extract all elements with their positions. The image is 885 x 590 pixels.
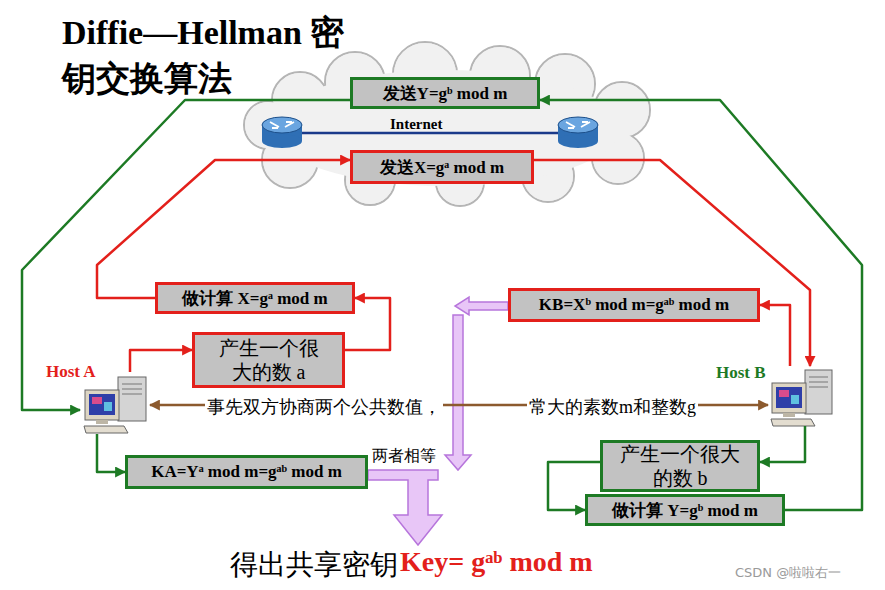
note-text: 两者相等 bbox=[372, 446, 436, 467]
box-text: KB=Xᵇ mod m=gᵃᵇ mod m bbox=[539, 295, 729, 315]
diagram-title: Diffie—Hellman 密钥交换算法 bbox=[62, 10, 362, 102]
process-box: KB=Xᵇ mod m=gᵃᵇ mod m bbox=[508, 288, 760, 322]
screen-window bbox=[779, 390, 789, 397]
internet-cloud bbox=[244, 42, 650, 206]
watermark: CSDN @啦啦右一 bbox=[735, 564, 841, 582]
connector-arrow bbox=[760, 426, 805, 462]
router-base bbox=[262, 134, 302, 148]
process-box: 发送Y=gᵇ mod m bbox=[350, 77, 540, 109]
purple-arrow bbox=[445, 315, 471, 470]
result-formula: Key= gᵃᵇ mod m bbox=[400, 546, 593, 578]
host-label: Host B bbox=[716, 363, 766, 383]
tower-slots bbox=[809, 377, 828, 387]
computer-tower bbox=[118, 377, 146, 421]
box-text: 做计算 Y=gᵇ mod m bbox=[612, 499, 758, 522]
box-text: 发送X=gᵃ mod m bbox=[380, 156, 504, 179]
computer-icon bbox=[84, 377, 146, 433]
host-computer: Host B bbox=[768, 366, 832, 426]
purple-arrow bbox=[455, 297, 508, 315]
internet-link bbox=[302, 132, 558, 135]
cloud-fill bbox=[270, 70, 620, 186]
connector-arrow bbox=[97, 434, 125, 472]
process-box: 做计算 Y=gᵇ mod m bbox=[585, 494, 785, 526]
computer-icon bbox=[771, 370, 832, 426]
network-label: Internet bbox=[390, 116, 443, 133]
box-text: 产生一个很大的数 b bbox=[620, 442, 740, 490]
process-box: 做计算 X=gᵃ mod m bbox=[155, 282, 355, 314]
router-top bbox=[262, 117, 302, 133]
router-arrows bbox=[566, 122, 590, 128]
connector-arrow bbox=[97, 160, 350, 298]
router-arrows bbox=[270, 122, 294, 128]
process-box: 产生一个很大的数 b bbox=[600, 440, 760, 492]
host-label: Host A bbox=[46, 362, 96, 382]
box-text: KA=Yᵃ mod m=gᵃᵇ mod m bbox=[151, 462, 342, 482]
box-text: 产生一个很大的数 a bbox=[209, 336, 328, 384]
process-box: 产生一个很大的数 a bbox=[192, 332, 345, 388]
connector-arrow bbox=[22, 100, 350, 410]
computer-monitor bbox=[772, 383, 806, 413]
screen-window bbox=[791, 395, 799, 404]
host-computer: Host A bbox=[80, 372, 150, 434]
router-base bbox=[558, 134, 598, 148]
tower-slots bbox=[122, 384, 142, 394]
connector-arrow bbox=[130, 350, 192, 372]
box-text: 做计算 X=gᵃ mod m bbox=[182, 287, 327, 310]
router-icon bbox=[558, 117, 598, 148]
computer-screen bbox=[776, 387, 802, 408]
router-top bbox=[558, 117, 598, 133]
box-text: 发送Y=gᵇ mod m bbox=[383, 82, 508, 105]
monitor-stand bbox=[783, 413, 795, 417]
process-box: KA=Yᵃ mod m=gᵃᵇ mod m bbox=[125, 455, 368, 489]
purple-arrow bbox=[368, 470, 442, 545]
note-text: 常大的素数m和整数g bbox=[527, 395, 698, 419]
result-text: 得出共享密钥 bbox=[230, 546, 398, 584]
monitor-stand bbox=[96, 420, 108, 424]
screen-window bbox=[92, 397, 102, 404]
connector-arrow bbox=[534, 160, 810, 366]
screen-window bbox=[104, 402, 112, 411]
computer-keyboard bbox=[84, 426, 128, 433]
router-icon bbox=[262, 117, 302, 148]
computer-screen bbox=[89, 394, 115, 415]
computer-keyboard bbox=[771, 419, 815, 426]
connector-arrow bbox=[760, 305, 790, 366]
computer-tower bbox=[805, 370, 832, 414]
edge-label: 事先双方协商两个公共数值， bbox=[205, 395, 443, 419]
computer-monitor bbox=[85, 390, 119, 420]
process-box: 发送X=gᵃ mod m bbox=[350, 150, 534, 184]
